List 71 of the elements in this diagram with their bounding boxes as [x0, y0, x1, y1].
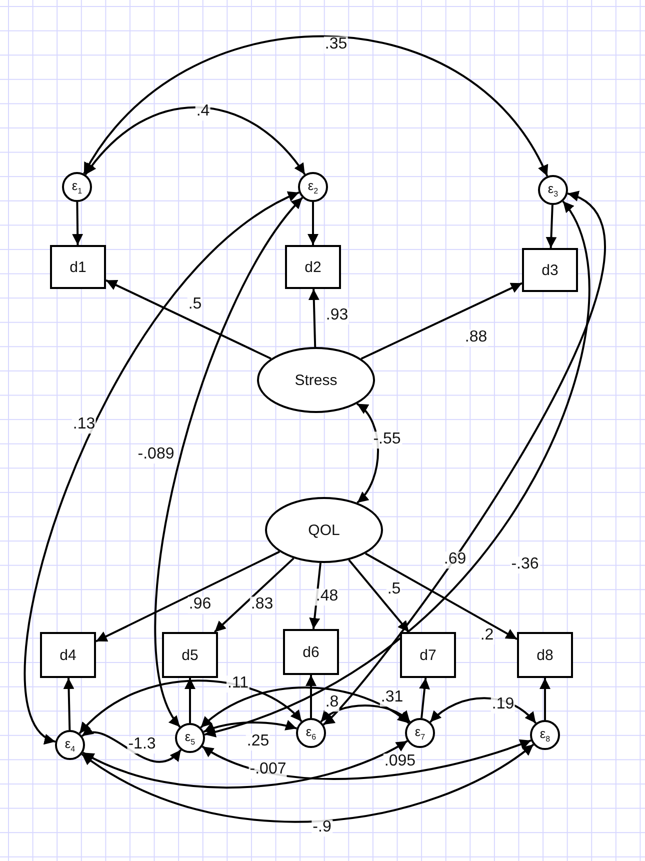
- edge-label: .25: [246, 734, 270, 750]
- edge-label: -.55: [372, 432, 402, 448]
- indicator-box: d3: [522, 248, 578, 292]
- indicator-box: d4: [40, 632, 96, 678]
- covariance-arrow: [82, 740, 408, 789]
- edge-label: -.36: [510, 556, 540, 574]
- edge-label: .88: [464, 330, 488, 346]
- edge-label: -.089: [136, 446, 176, 464]
- edge-label: .5: [187, 296, 203, 314]
- path-arrow: [419, 678, 430, 718]
- edge-label: .69: [442, 552, 468, 568]
- indicator-box: d1: [50, 245, 106, 289]
- covariance-arrow: [82, 726, 182, 763]
- latent-ellipse: Stress: [257, 347, 375, 413]
- error-circle: ε$_{3}$: [538, 175, 568, 205]
- edge-label: .19: [490, 696, 516, 714]
- path-arrow: [348, 559, 410, 633]
- error-circle: ε$_{6}$: [296, 718, 326, 748]
- indicator-box: d6: [283, 629, 339, 675]
- edge-label: .96: [188, 596, 212, 614]
- edge-label: .93: [324, 308, 350, 324]
- covariance-arrow: [24, 192, 300, 742]
- edge-label: .35: [324, 36, 348, 54]
- error-circle: ε$_{8}$: [530, 720, 560, 750]
- edge-label: .31: [380, 690, 404, 706]
- indicator-box: d2: [285, 245, 341, 289]
- error-circle: ε$_{7}$: [405, 718, 435, 748]
- edge-label: .2: [479, 628, 495, 644]
- edge-label: .13: [72, 416, 96, 434]
- covariance-arrow: [200, 686, 410, 728]
- path-arrow: [540, 678, 550, 720]
- path-arrow: [184, 678, 196, 723]
- edge-label: .095: [383, 754, 417, 770]
- indicator-box: d5: [162, 632, 218, 678]
- covariance-arrow: [203, 720, 297, 733]
- covariance-arrow: [83, 35, 548, 177]
- path-arrow: [365, 552, 518, 640]
- covariance-arrow: [320, 704, 411, 723]
- covariance-arrow: [78, 680, 302, 734]
- edge-label: .48: [314, 588, 340, 606]
- error-circle: ε$_{5}$: [175, 723, 205, 753]
- path-arrow: [308, 202, 318, 245]
- edge-label: -.007: [248, 762, 288, 778]
- covariance-arrow: [154, 196, 304, 728]
- error-circle: ε$_{2}$: [298, 172, 328, 202]
- path-arrow: [106, 279, 272, 360]
- path-arrow: [546, 204, 557, 248]
- edge-label: .5: [386, 582, 402, 598]
- covariance-arrow: [84, 106, 306, 176]
- edge-label: .11: [226, 676, 250, 692]
- edge-label: -.9: [312, 820, 332, 836]
- path-arrow: [360, 282, 522, 360]
- path-arrow: [63, 678, 74, 730]
- path-arrow: [72, 202, 84, 246]
- edge-label: .8: [324, 694, 340, 712]
- covariance-arrow: [81, 744, 534, 822]
- indicator-box: d7: [400, 632, 456, 678]
- error-circle: ε$_{4}$: [55, 730, 85, 760]
- edge-label: .4: [195, 104, 211, 120]
- path-arrow: [214, 558, 294, 633]
- path-arrow: [96, 550, 280, 642]
- edge-label: -1.3: [127, 736, 157, 754]
- covariance-arrow: [322, 192, 606, 726]
- indicator-box: d8: [517, 632, 573, 678]
- latent-ellipse: QOL: [265, 497, 383, 563]
- covariance-arrow: [204, 200, 590, 736]
- error-circle: ε$_{1}$: [62, 172, 92, 202]
- path-arrow: [306, 675, 316, 718]
- edge-label: .83: [250, 596, 274, 614]
- covariance-arrow: [202, 739, 532, 780]
- path-arrow: [308, 288, 320, 348]
